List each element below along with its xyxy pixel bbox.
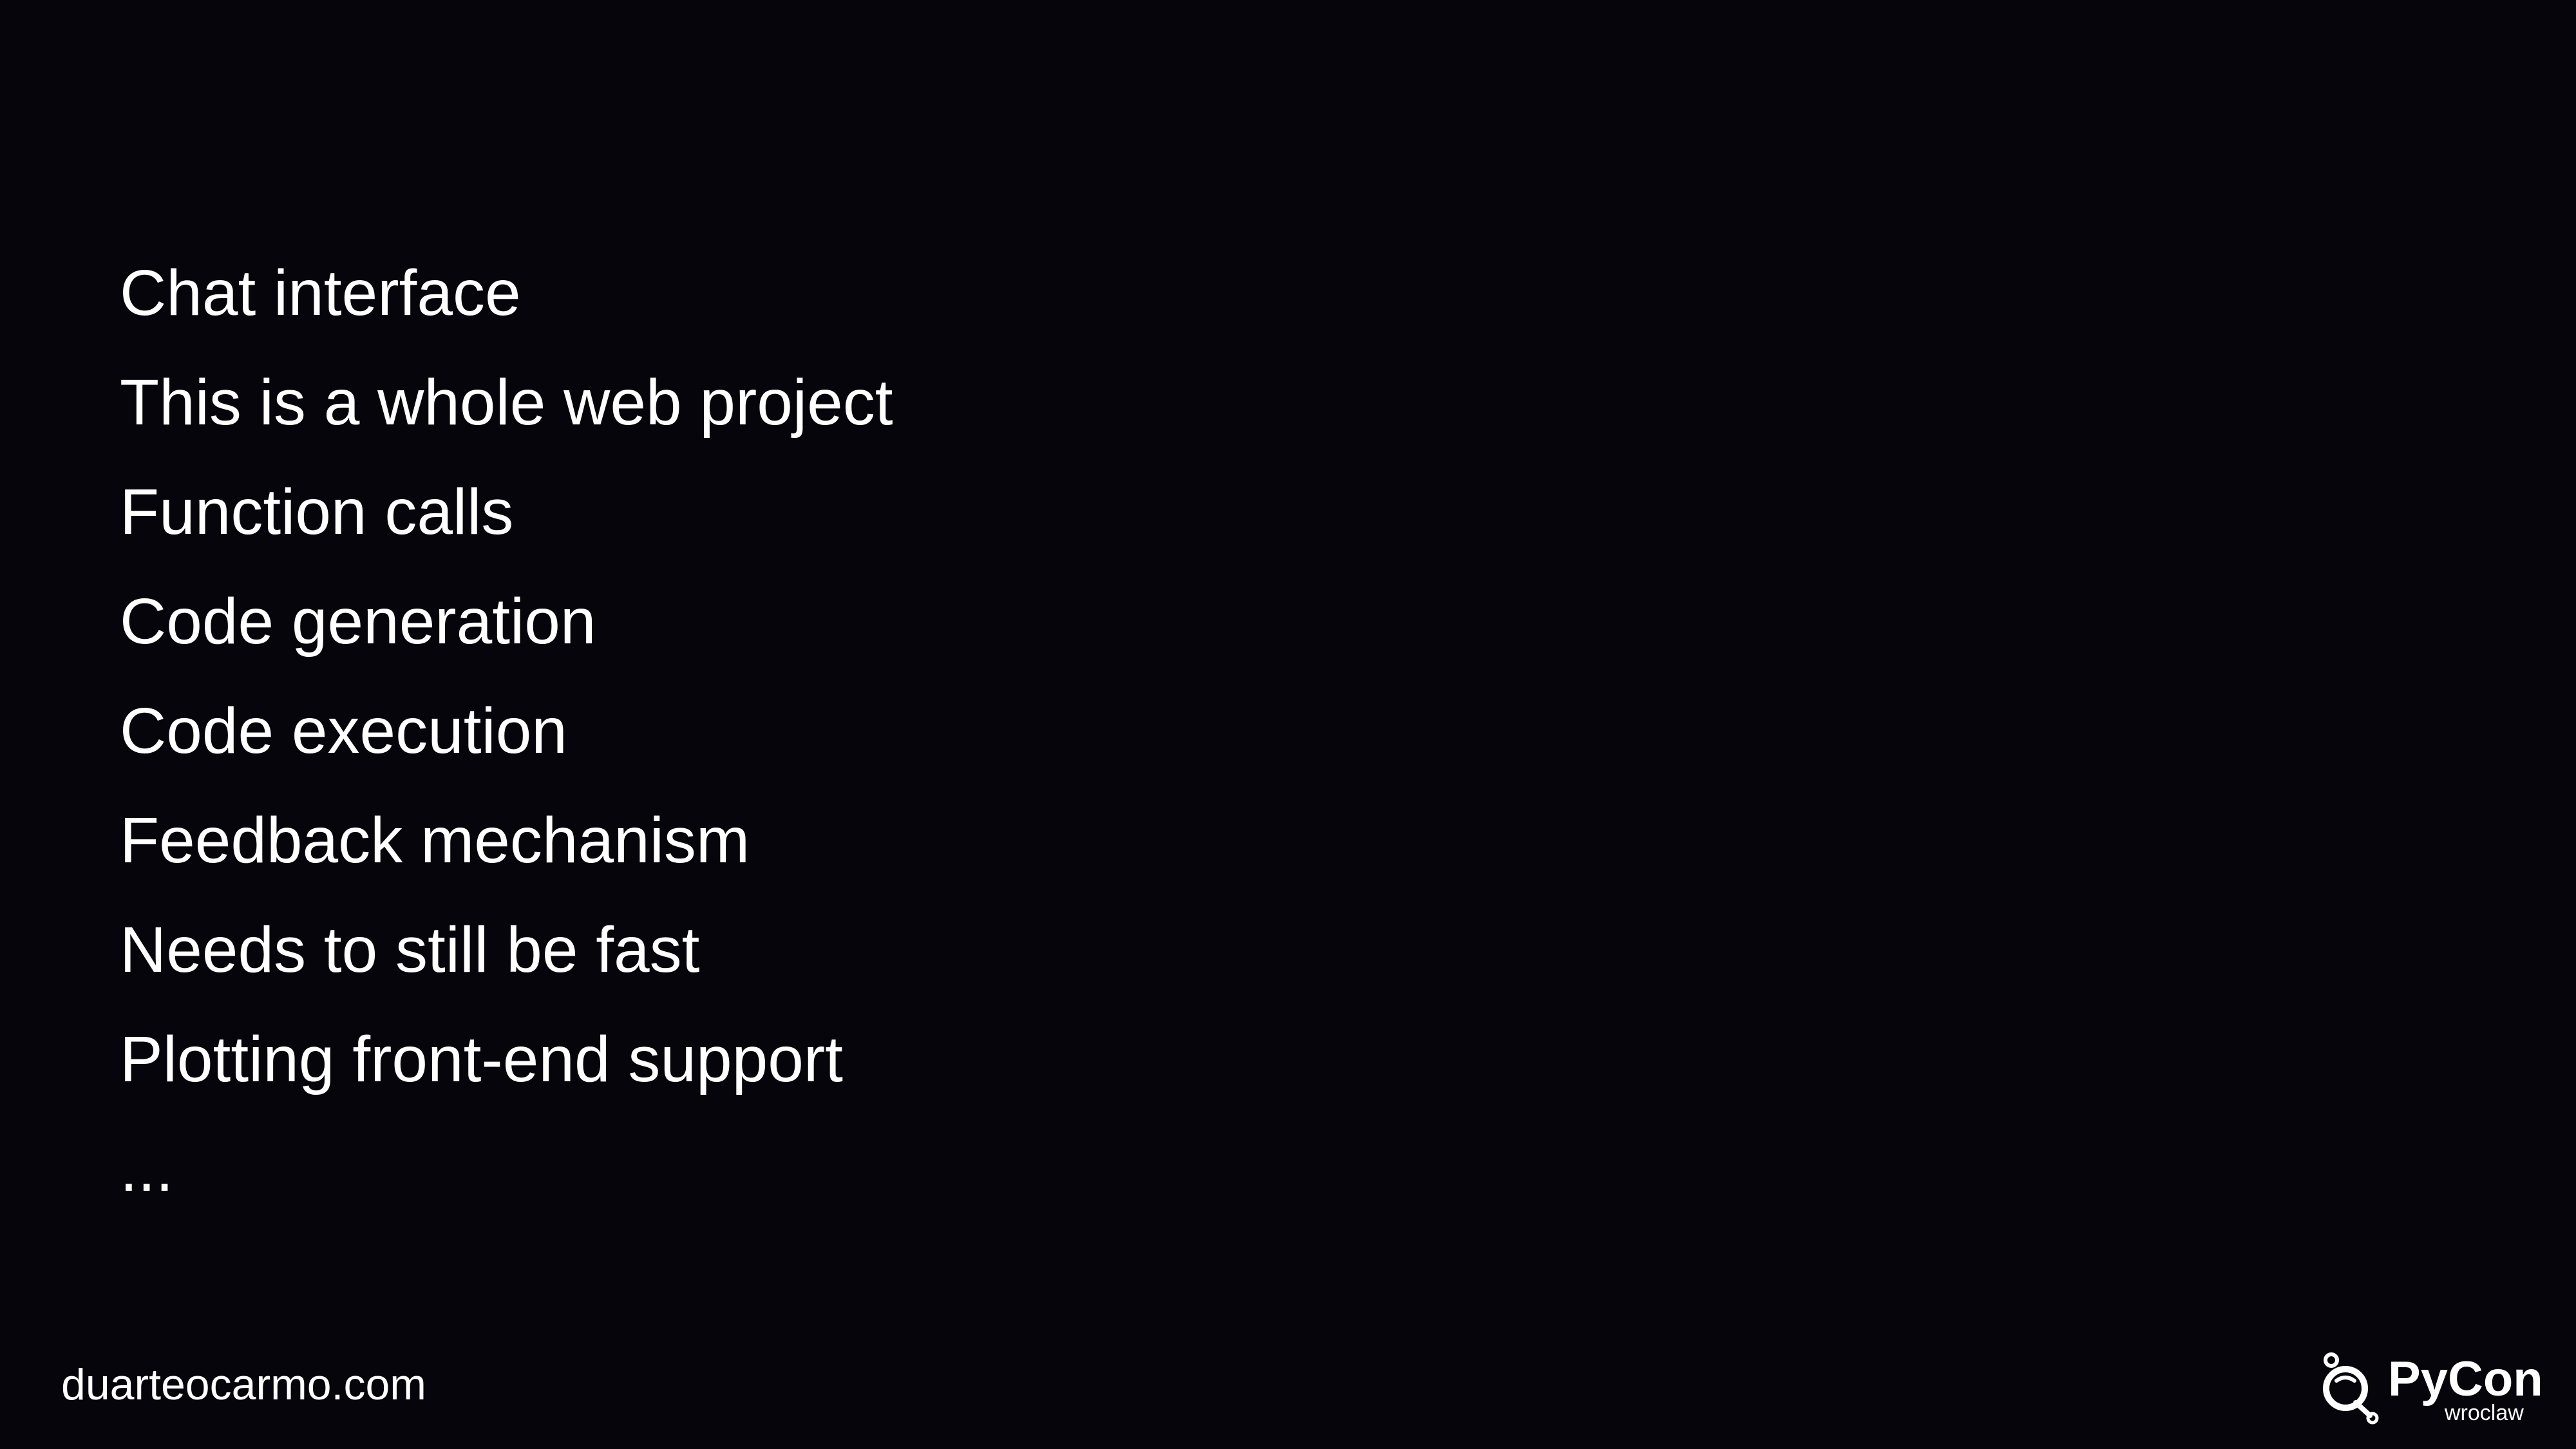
bullet-item: Feedback mechanism	[120, 804, 750, 876]
logo-subtitle: wroclaw	[2445, 1401, 2524, 1425]
bullet-item: Chat interface	[120, 257, 521, 329]
bullet-item: Code execution	[120, 695, 567, 767]
bullet-item: ...	[120, 1133, 174, 1205]
bullet-item: Needs to still be fast	[120, 914, 700, 986]
bullet-item: This is a whole web project	[120, 366, 893, 439]
bullet-item: Function calls	[120, 476, 514, 548]
bullet-list: Chat interface This is a whole web proje…	[120, 238, 893, 1224]
pycon-logo: PyCon wroclaw	[2318, 1352, 2543, 1425]
bullet-item: Plotting front-end support	[120, 1023, 843, 1095]
bullet-item: Code generation	[120, 585, 596, 658]
pycon-logo-icon	[2323, 1352, 2379, 1425]
logo-wordmark: PyCon	[2388, 1352, 2543, 1406]
footer-url: duarteocarmo.com	[61, 1360, 426, 1409]
